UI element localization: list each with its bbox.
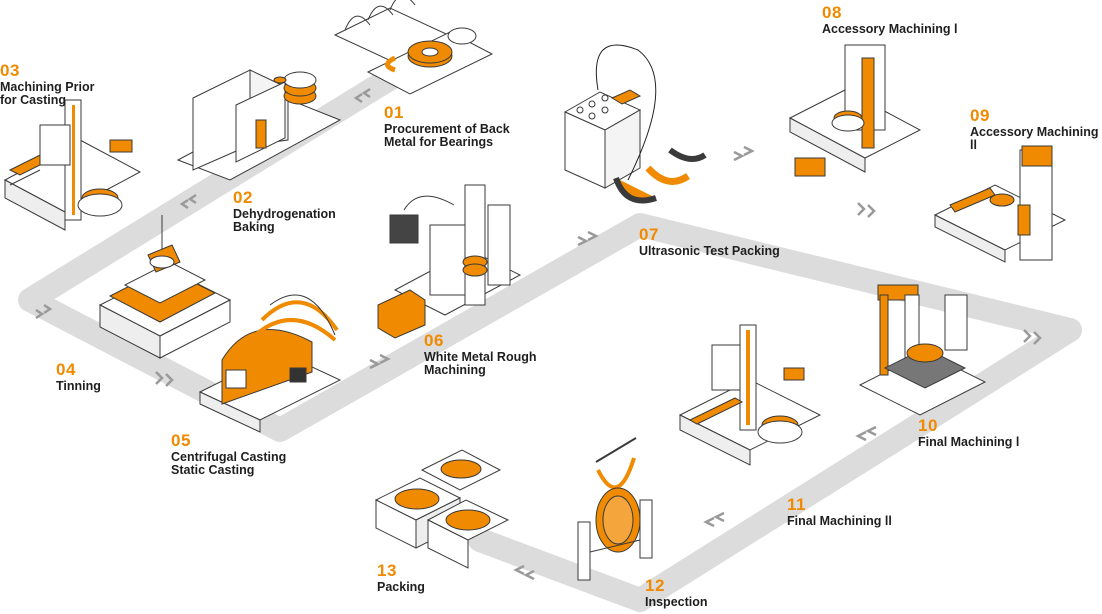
step-03-label: Machining Prior for Casting (0, 79, 95, 107)
step-11-number: 11 (787, 495, 806, 514)
step-04-number: 04 (56, 360, 76, 379)
chevron-icon (703, 511, 725, 528)
chevron-icon (857, 202, 876, 218)
step-10: 10 Final Machining l (918, 417, 1019, 449)
step-06: 06 White Metal Rough Machining (424, 332, 537, 377)
step-12-label: Inspection (645, 594, 708, 609)
chevron-icon (1023, 329, 1042, 345)
step-08-number: 08 (822, 3, 842, 22)
chevron-icon (353, 87, 371, 104)
packing-illustration (374, 449, 510, 569)
procurement-illustration (333, 0, 494, 95)
chevron-icon (577, 230, 599, 247)
step-09-label: Accessory Machining ll (970, 124, 1099, 152)
chevron-icon (513, 564, 535, 581)
ultrasonic-illustration (563, 44, 707, 204)
step-01-label: Procurement of Back Metal for Bearings (384, 121, 510, 149)
chevron-icon (179, 193, 197, 210)
step-13: 13 Packing (377, 562, 425, 594)
baking-oven-illustration (176, 69, 342, 181)
final-machining-2-illustration (678, 324, 822, 466)
step-13-label: Packing (377, 579, 425, 594)
chevron-icon (855, 425, 877, 442)
step-12: 12 Inspection (645, 577, 708, 609)
step-11: 11 Final Machining ll (787, 496, 892, 528)
step-09: 09 Accessory Machining ll (970, 107, 1102, 152)
step-05-number: 05 (171, 431, 191, 450)
step-02-label: Dehydrogenation Baking (233, 206, 336, 234)
step-04: 04 Tinning (56, 361, 101, 393)
step-06-label: White Metal Rough Machining (424, 349, 537, 377)
flow-arrows (35, 87, 1042, 581)
step-05: 05 Centrifugal Casting Static Casting (171, 432, 286, 477)
step-10-number: 10 (918, 416, 938, 435)
step-05-label: Centrifugal Casting Static Casting (171, 449, 287, 477)
step-02-number: 02 (233, 188, 253, 207)
conveyor-path (18, 48, 1082, 612)
step-04-label: Tinning (56, 378, 101, 393)
step-09-number: 09 (970, 106, 990, 125)
step-08-label: Accessory Machining l (822, 21, 958, 36)
chevron-icon (155, 371, 174, 387)
chevron-icon (35, 303, 53, 320)
accessory-machining-2-illustration (933, 145, 1067, 263)
step-13-number: 13 (377, 561, 397, 580)
tinning-illustration (98, 215, 232, 359)
chevron-icon (733, 145, 755, 162)
rough-machining-illustration (377, 184, 522, 339)
step-12-number: 12 (645, 576, 665, 595)
step-01-number: 01 (384, 103, 404, 122)
step-03: 03 Machining Prior for Casting (0, 62, 94, 107)
step-01: 01 Procurement of Back Metal for Bearing… (384, 104, 510, 149)
step-02: 02 Dehydrogenation Baking (233, 189, 336, 234)
inspection-illustration (577, 437, 653, 581)
step-07-number: 07 (639, 225, 659, 244)
final-machining-1-illustration (858, 284, 987, 416)
accessory-machining-1-illustration (788, 44, 922, 177)
step-03-number: 03 (0, 61, 20, 80)
step-06-number: 06 (424, 331, 444, 350)
casting-illustration (198, 294, 342, 433)
step-07: 07 Ultrasonic Test Packing (639, 226, 780, 258)
step-11-label: Final Machining ll (787, 513, 892, 528)
step-07-label: Ultrasonic Test Packing (639, 243, 780, 258)
step-10-label: Final Machining l (918, 434, 1020, 449)
machining-prior-illustration (3, 99, 142, 231)
chevron-icon (369, 353, 391, 370)
step-08: 08 Accessory Machining l (822, 4, 957, 36)
